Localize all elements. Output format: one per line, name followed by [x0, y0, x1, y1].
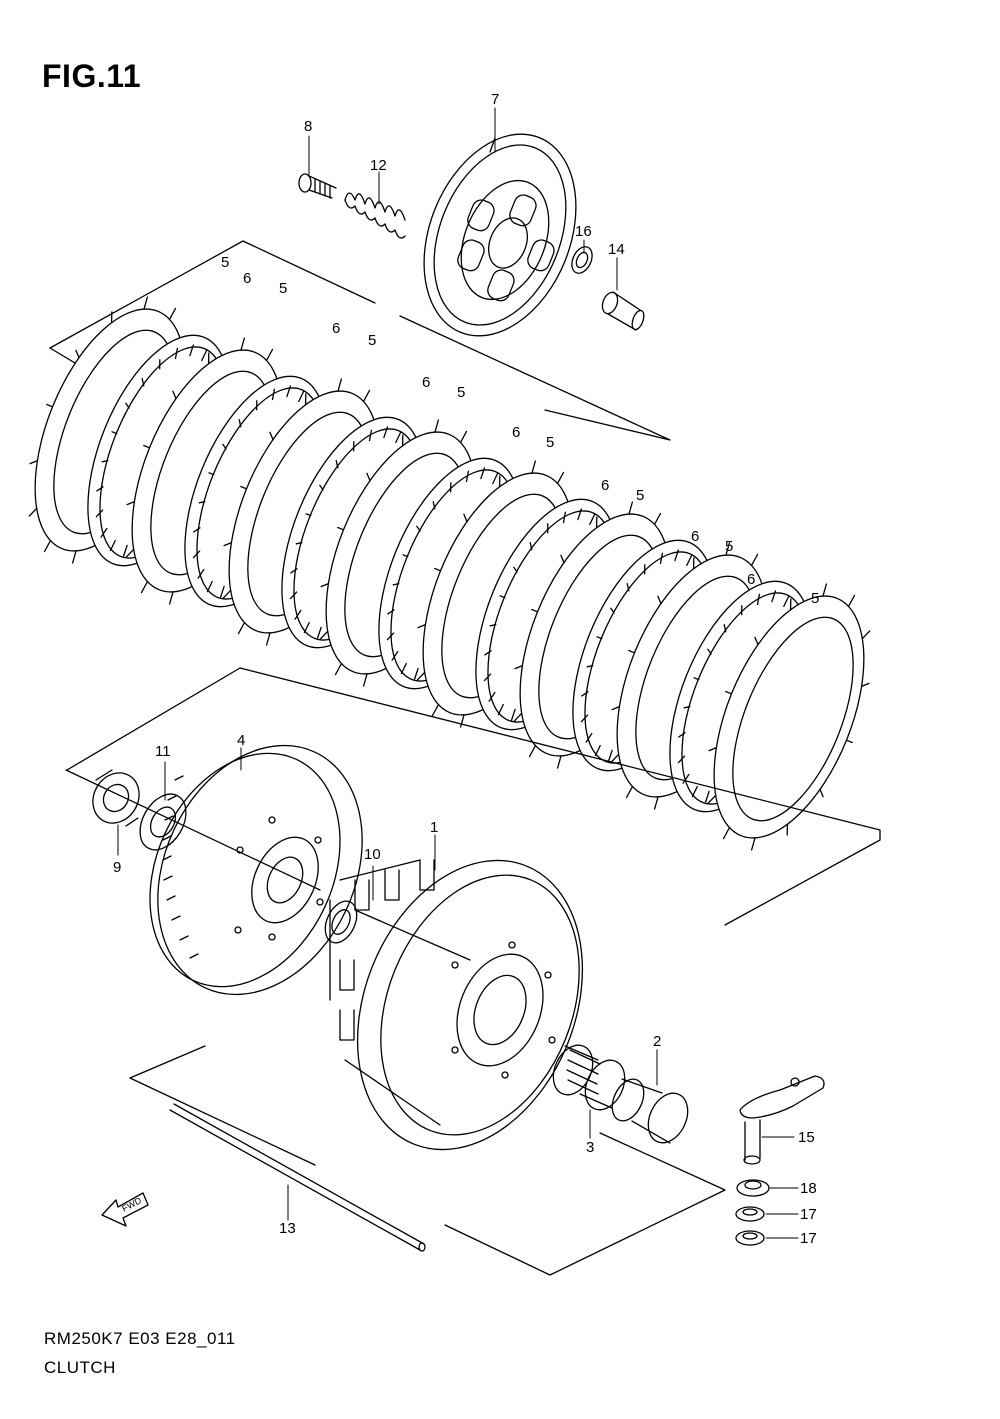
callout-17: 17 [800, 1230, 817, 1247]
callout-plate-6: 6 [243, 270, 251, 287]
callout-plate-6: 6 [512, 424, 520, 441]
push-rod [169, 1103, 426, 1252]
callout-13: 13 [279, 1220, 296, 1237]
callout-plate-5: 5 [725, 538, 733, 555]
callout-plate-5: 5 [221, 254, 229, 271]
callout-plate-5: 5 [457, 384, 465, 401]
callout-17: 17 [800, 1206, 817, 1223]
callout-9: 9 [113, 859, 121, 876]
callout-plate-5: 5 [368, 332, 376, 349]
figure-name: CLUTCH [44, 1358, 116, 1377]
callout-2: 2 [653, 1033, 661, 1050]
spacer [611, 1078, 689, 1144]
frame-lower [129, 1045, 726, 1276]
frame-upper [49, 240, 671, 441]
callout-8: 8 [304, 118, 312, 135]
lock-washer [139, 793, 187, 851]
callout-plate-6: 6 [601, 477, 609, 494]
callout-3: 3 [586, 1139, 594, 1156]
clutch-housing [329, 859, 584, 1151]
callout-plate-6: 6 [422, 374, 430, 391]
callout-plate-5: 5 [546, 434, 554, 451]
drive-plate [707, 583, 871, 851]
release-camshaft [739, 1075, 825, 1165]
frame-middle [65, 667, 881, 961]
push-piece [601, 291, 645, 331]
callout-7: 7 [491, 91, 499, 108]
pressure-plate [423, 133, 577, 337]
callout-plate-6: 6 [332, 320, 340, 337]
callout-12: 12 [370, 157, 387, 174]
oil-seal [736, 1179, 770, 1197]
clutch-spring [344, 192, 406, 239]
figure-title: FIG.11 [42, 58, 142, 94]
camshaft-bearing-lower [735, 1230, 765, 1246]
callout-plate-5: 5 [811, 590, 819, 607]
needle-bearing [552, 1044, 626, 1111]
figure-code: RM250K7 E03 E28_011 [44, 1329, 236, 1348]
callout-labels: 7 8 12 16 14 5 6 5 6 5 6 5 6 5 6 5 6 5 6… [113, 91, 819, 1247]
callout-18: 18 [800, 1180, 817, 1197]
leader-lines [117, 107, 799, 1239]
callout-plate-5: 5 [636, 487, 644, 504]
clutch-plate-stack [28, 296, 871, 851]
fwd-arrow-icon [101, 1192, 149, 1227]
clutch-nut [92, 769, 140, 827]
callout-10: 10 [364, 846, 381, 863]
callout-4: 4 [237, 732, 245, 749]
callout-1: 1 [430, 819, 438, 836]
callout-plate-6: 6 [747, 571, 755, 588]
clutch-bolt [298, 173, 337, 199]
callout-15: 15 [798, 1129, 815, 1146]
thrust-washer [324, 900, 358, 944]
callout-11: 11 [155, 743, 171, 760]
callout-14: 14 [608, 241, 625, 258]
camshaft-bearing-upper [735, 1206, 765, 1222]
callout-plate-5: 5 [279, 280, 287, 297]
release-bearing [571, 246, 593, 274]
callout-plate-6: 6 [691, 528, 699, 545]
callout-16: 16 [575, 223, 592, 240]
